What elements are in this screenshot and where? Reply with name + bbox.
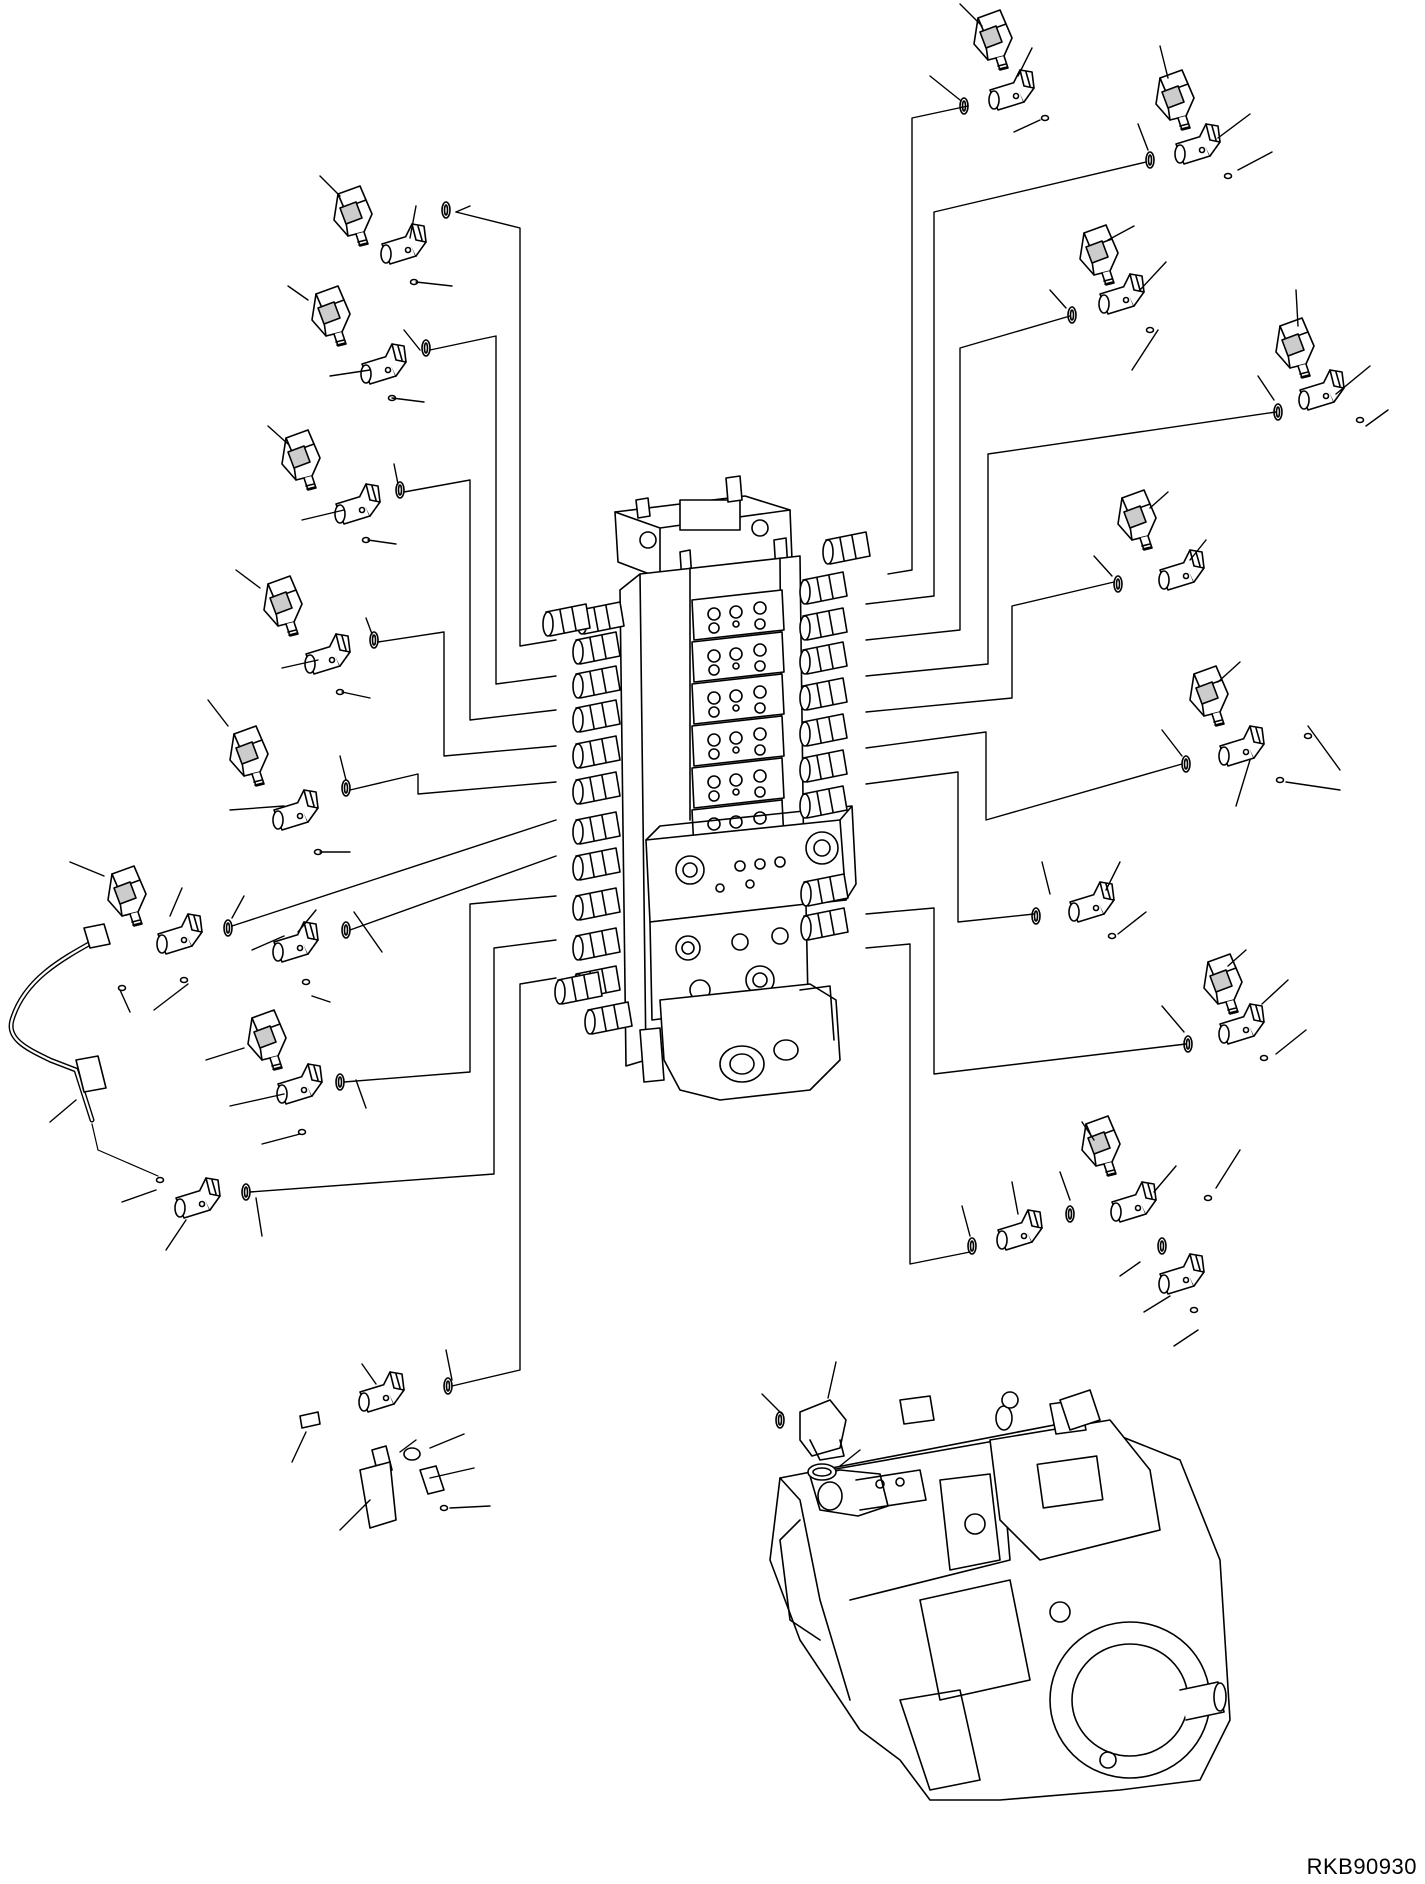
control-valve-assembly bbox=[542, 476, 871, 1100]
parts-callouts bbox=[11, 9, 1365, 1528]
drawing-code-label: RKB90930 bbox=[1306, 1854, 1417, 1879]
pump-fittings bbox=[900, 1390, 1100, 1430]
hydraulic-pump-assembly bbox=[770, 1400, 1230, 1800]
leader-lines bbox=[50, 4, 1388, 1530]
